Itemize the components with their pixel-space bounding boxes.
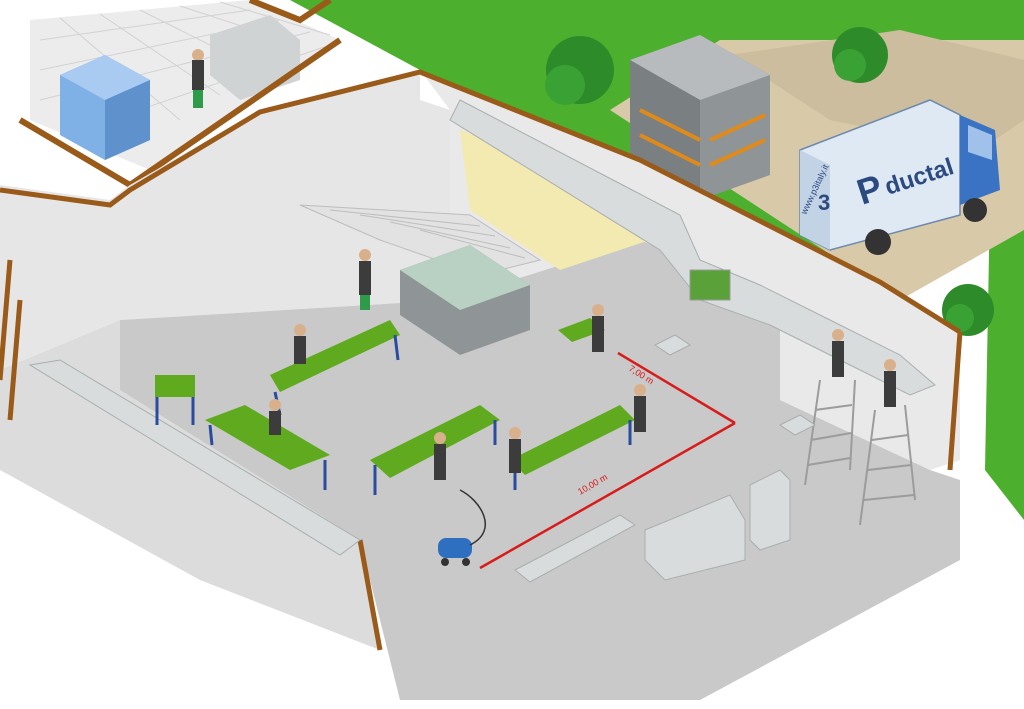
window — [689, 269, 731, 301]
worker-figure — [832, 329, 844, 377]
duct-diffuser — [654, 334, 691, 356]
tree-icon — [545, 36, 614, 105]
worker-figure — [192, 49, 204, 108]
dimension-line-length — [479, 421, 736, 570]
tree-icon — [832, 27, 888, 83]
workbench — [205, 405, 330, 490]
duct-wall — [28, 359, 361, 556]
duct-overhead — [449, 99, 936, 396]
truck-wheel — [963, 198, 987, 222]
air-handling-unit — [60, 55, 150, 160]
worker-figure — [434, 432, 446, 480]
truck-wheel — [865, 229, 891, 255]
dimension-line-width — [617, 351, 736, 425]
workbench — [370, 405, 500, 495]
mezzanine-floor — [460, 130, 650, 270]
worker-figure — [294, 324, 306, 364]
tool-cart — [155, 375, 195, 425]
truck-logo-letter: 3 — [818, 190, 830, 215]
left-wall — [0, 70, 450, 370]
duct-fittings — [644, 469, 791, 581]
worker-figure — [509, 427, 521, 473]
worker-figure — [359, 249, 371, 310]
wall-cut-line — [0, 259, 963, 651]
air-hose — [459, 489, 486, 546]
delivery-truck: P ductal 3 www.p3italy.it — [798, 99, 1000, 255]
finished-duct — [514, 514, 636, 583]
worker-figure — [592, 304, 604, 352]
worker-figure — [884, 359, 896, 407]
panel-press — [400, 245, 530, 355]
duct-diffuser — [779, 414, 816, 436]
ladder — [859, 404, 916, 526]
duct-fitting-upper — [210, 15, 300, 100]
ladder — [804, 379, 856, 486]
worker-figure — [634, 384, 646, 432]
worker-figure — [269, 399, 281, 435]
panel-stack — [630, 35, 770, 200]
air-compressor — [438, 538, 472, 566]
wall-cut-line — [0, 69, 962, 335]
